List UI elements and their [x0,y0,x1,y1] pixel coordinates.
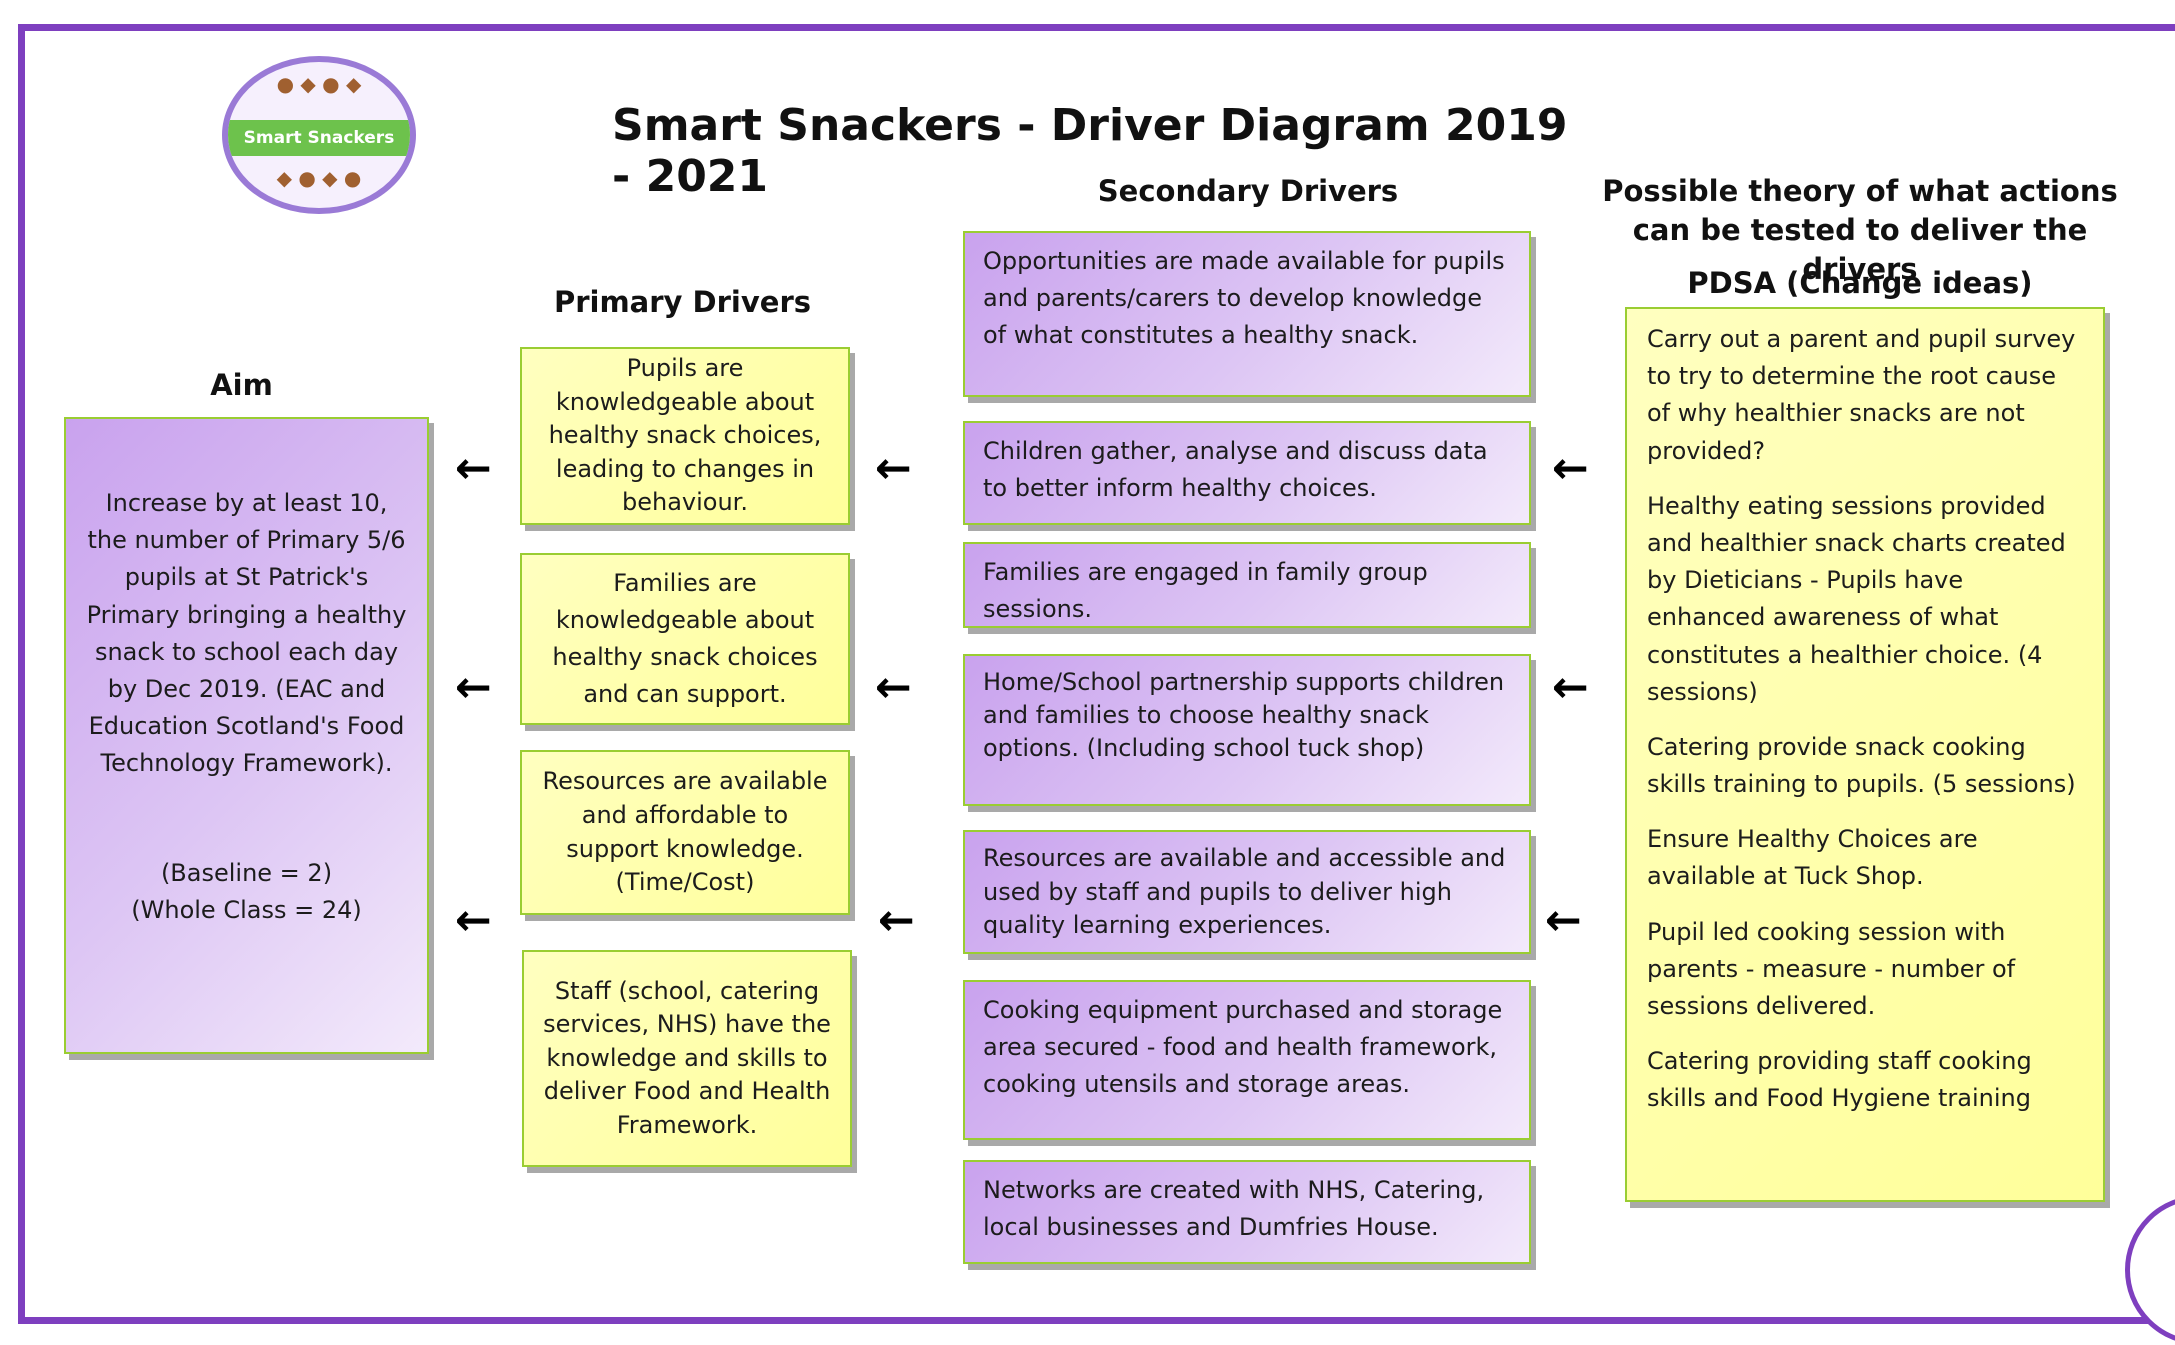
arrow-left-icon: ← [1545,895,1582,946]
aim-text: Increase by at least 10, the number of P… [86,489,407,778]
logo-text: Smart Snackers [228,120,410,156]
secondary-driver-text: Home/School partnership supports childre… [983,668,1505,763]
secondary-driver-text: Children gather, analyse and discuss dat… [983,437,1488,503]
primary-driver-box: Pupils are knowledgeable about healthy s… [520,347,850,525]
secondary-driver-box: Resources are available and accessible a… [963,830,1531,954]
change-idea-text: Ensure Healthy Choices are available at … [1647,825,1978,891]
secondary-driver-box: Networks are created with NHS, Catering,… [963,1160,1531,1264]
aim-baseline: (Baseline = 2) [160,858,333,887]
secondary-driver-box: Families are engaged in family group ses… [963,542,1531,628]
secondary-driver-text: Opportunities are made available for pup… [983,247,1505,350]
secondary-driver-text: Resources are available and accessible a… [983,844,1506,940]
change-idea-text: Carry out a parent and pupil survey to t… [1647,325,2076,465]
heading-aim: Aim [210,368,273,402]
page-title: Smart Snackers - Driver Diagram 2019 - 2… [612,100,1568,202]
primary-driver-text: Pupils are knowledgeable about healthy s… [548,354,822,517]
secondary-driver-text: Families are engaged in family group ses… [983,558,1428,624]
arrow-left-icon: ← [455,443,492,494]
secondary-driver-text: Cooking equipment purchased and storage … [983,996,1503,1099]
primary-driver-text: Families are knowledgeable about healthy… [552,568,818,709]
primary-driver-text: Resources are available and affordable t… [542,767,828,897]
change-ideas-box: Carry out a parent and pupil survey to t… [1625,307,2105,1202]
arrow-left-icon: ← [455,895,492,946]
primary-driver-text: Staff (school, catering services, NHS) h… [543,976,831,1139]
heading-pdsa: PDSA (Change ideas) [1687,266,2033,300]
arrow-left-icon: ← [875,662,912,713]
arrow-left-icon: ← [1552,662,1589,713]
arrow-left-icon: ← [878,895,915,946]
secondary-driver-box: Children gather, analyse and discuss dat… [963,421,1531,525]
primary-driver-box: Families are knowledgeable about healthy… [520,553,850,725]
change-idea-text: Catering provide snack cooking skills tr… [1647,732,2076,799]
heading-secondary-drivers: Secondary Drivers [1097,174,1399,208]
arrow-left-icon: ← [455,662,492,713]
aim-whole-class: (Whole Class = 24) [131,895,362,924]
change-idea-text: Healthy eating sessions provided and hea… [1647,491,2066,706]
primary-driver-box: Staff (school, catering services, NHS) h… [522,950,852,1167]
change-idea-text: Pupil led cooking session with parents -… [1647,917,2016,1020]
logo-food-icons-bottom: ◆ ● ◆ ● [276,166,362,190]
arrow-left-icon: ← [1552,443,1589,494]
heading-primary-drivers: Primary Drivers [553,285,812,319]
heading-theory: Possible theory of what actions can be t… [1602,174,2118,287]
arrow-left-icon: ← [875,443,912,494]
secondary-driver-box: Opportunities are made available for pup… [963,231,1531,397]
change-idea-text: Catering providing staff cooking skills … [1647,1047,2032,1113]
secondary-driver-text: Networks are created with NHS, Catering,… [983,1176,1485,1242]
aim-box: Increase by at least 10, the number of P… [64,417,429,1054]
logo-food-icons-top: ● ◆ ● ◆ [276,72,362,96]
secondary-driver-box: Home/School partnership supports childre… [963,654,1531,806]
smart-snackers-logo: ● ◆ ● ◆ Smart Snackers ◆ ● ◆ ● [222,56,416,214]
primary-driver-box: Resources are available and affordable t… [520,750,850,915]
secondary-driver-box: Cooking equipment purchased and storage … [963,980,1531,1140]
